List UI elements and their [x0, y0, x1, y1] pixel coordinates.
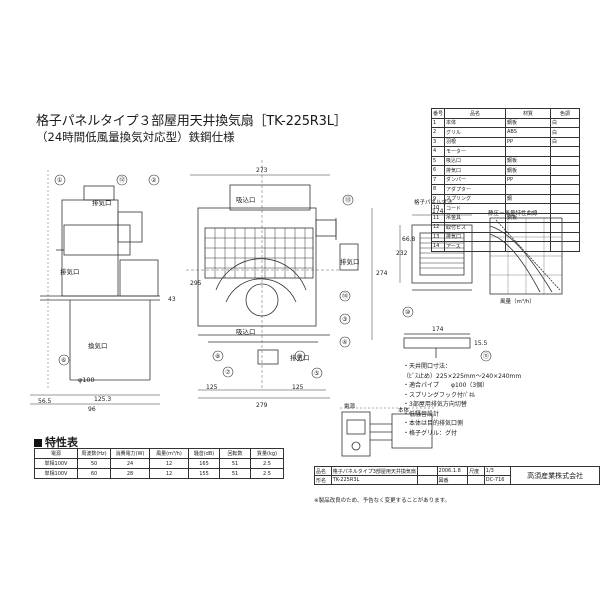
grille-pattern — [205, 228, 313, 278]
grille-dim-d: 174 — [432, 326, 444, 333]
front-label-exhaust: 排気口 — [290, 354, 310, 362]
dim-height: 274 — [376, 270, 388, 277]
feature-item: ・格子グリル：グ付 — [403, 429, 458, 437]
feature-item: （ﾋﾞｽ止め）225×225mm～240×240mm — [403, 372, 522, 380]
spec-col: 騒音(dB) — [188, 448, 220, 459]
spec-col: 風量(m³/h) — [149, 448, 189, 459]
feature-item: ・低騒音設計 — [403, 410, 440, 418]
dim-side-a: 56.5 — [38, 398, 52, 405]
dim-side-b: 96 — [88, 406, 96, 413]
callout-markers: ① ⑫ ② ⑬ ⑭ ③ ④ ⑧ ⑨ ⑤ ⑦ ⑩ ⑪ ⑥ — [54, 174, 492, 379]
spec-col: 質量(kg) — [250, 448, 284, 459]
callout-4: ④ — [342, 339, 347, 346]
callout-5: ⑤ — [314, 370, 319, 377]
callout-7: ⑦ — [225, 369, 231, 376]
side-view — [30, 170, 160, 405]
title-block: 品名 格子パネルタイプ3部屋用天井換気扇 2006.1.8 尺度 1/3 高須産… — [314, 466, 600, 485]
spec-header-row: 電源 周波数(Hz) 消費電力(W) 風量(m³/h) 騒音(dB) 回転数 質… — [34, 448, 284, 459]
callout-8: ⑧ — [215, 353, 220, 360]
grille-dim-c: 66.8 — [402, 236, 416, 243]
spec-col: 電源 — [34, 448, 78, 459]
grille-dim-height: 232 — [396, 250, 408, 257]
grille-panel-view — [399, 214, 473, 358]
wiring-diagram — [340, 407, 436, 457]
wiring-label-power: 電源 — [344, 404, 356, 410]
dim-left: 125 — [206, 384, 218, 391]
feature-item: ・3部屋用排気方向切替 — [403, 401, 467, 408]
wiring-label-unit: 本体 — [398, 408, 410, 414]
dim-width: 279 — [256, 402, 268, 409]
callout-12: ⑫ — [119, 176, 125, 184]
page-title: 格子パネルタイプ３部屋用天井換気扇［TK-225R3L］ — [36, 114, 347, 129]
callout-3: ③ — [342, 316, 347, 323]
feature-item: ・本体は目的排気口側 — [403, 420, 464, 427]
callout-10: ⑩ — [405, 309, 410, 316]
table-row: 形名 TK-225R3L 図番 DC-716 — [314, 475, 600, 485]
front-label-intake: 吸込口 — [236, 196, 256, 204]
spec-col: 回転数 — [219, 448, 251, 459]
features-list: ・天井開口寸法： （ﾋﾞｽ止め）225×225mm～240×240mm ・適合パ… — [403, 362, 521, 438]
spec-header: 特性表 — [34, 434, 78, 450]
footer-note: ※製品改良のため、予告なく変更することがあります。 — [314, 498, 451, 504]
dim-flange: 43 — [168, 296, 176, 303]
spec-table: 電源 周波数(Hz) 消費電力(W) 風量(m³/h) 騒音(dB) 回転数 質… — [34, 448, 284, 479]
feature-item: ・天井開口寸法： — [403, 363, 452, 370]
spec-col: 消費電力(W) — [110, 448, 150, 459]
table-row: 品名 格子パネルタイプ3部屋用天井換気扇 2006.1.8 尺度 1/3 高須産… — [314, 466, 600, 485]
dim-side-c: 125.3 — [94, 396, 112, 403]
grille-dim-e: 15.5 — [474, 340, 488, 347]
dim-right: 125 — [292, 384, 304, 391]
feature-item: ・スプリングフック付ﾊﾟﾈﾙ — [403, 391, 476, 399]
parts-col-color: 色調 — [550, 108, 581, 119]
callout-14: ⑭ — [342, 292, 348, 300]
parts-col-material: 材質 — [505, 108, 552, 119]
side-label-exhaust-2: 排気口 — [60, 268, 80, 276]
front-label-exhaust-2: 排気口 — [340, 258, 360, 266]
callout-11: ⑪ — [483, 352, 489, 360]
dim-depth: 295 — [190, 280, 202, 287]
callout-9: ⑨ — [297, 353, 302, 360]
side-label-exhaust: 排気口 — [92, 199, 112, 207]
callout-2: ② — [151, 177, 157, 184]
front-label-intake-2: 吸込口 — [236, 328, 256, 336]
feature-item: ・適合パイプ φ100（3個） — [403, 382, 489, 389]
company-name: 高須産業株式会社 — [510, 466, 600, 485]
callout-13: ⑬ — [345, 196, 351, 204]
parts-col-no: 番号 — [430, 108, 446, 119]
dim-top: 273 — [256, 167, 268, 174]
spec-col: 周波数(Hz) — [77, 448, 111, 459]
parts-header-row: 番号 品名 材質 色調 — [430, 108, 581, 119]
page-subtitle: （24時間低風量換気対応型）鉄鋼仕様 — [36, 130, 235, 144]
front-view — [186, 160, 373, 399]
side-label-pipe: φ100 — [78, 376, 95, 384]
callout-1: ① — [57, 177, 62, 184]
perf-chart-xlabel: 風量（m³/h） — [500, 299, 535, 305]
side-label-vent: 換気口 — [88, 342, 108, 350]
parts-col-name: 品名 — [444, 108, 507, 119]
callout-6: ⑥ — [61, 357, 66, 364]
